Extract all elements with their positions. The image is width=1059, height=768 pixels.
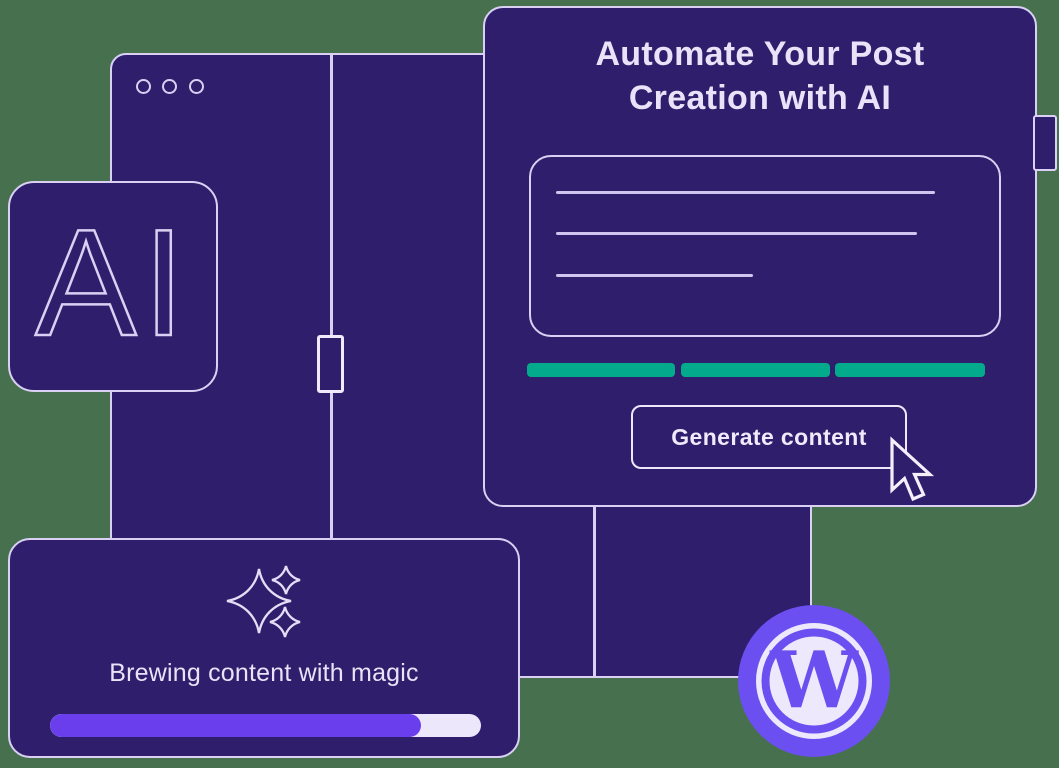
text-line [556, 274, 753, 277]
prompt-textarea[interactable] [529, 155, 1001, 337]
window-control-dot[interactable] [136, 79, 151, 94]
generator-card: Automate Your Post Creation with AI Gene… [483, 6, 1037, 507]
brewing-status-text: Brewing content with magic [109, 659, 419, 687]
progress-segment [681, 363, 830, 377]
cursor-icon [890, 436, 935, 502]
progress-segment [835, 363, 985, 377]
wordpress-logo-icon: W [738, 605, 890, 757]
card-side-tab [1033, 115, 1057, 171]
brewing-progress-fill [50, 714, 421, 737]
ai-badge-label: AI [34, 197, 191, 368]
window-control-dot[interactable] [189, 79, 204, 94]
divider-handle[interactable] [317, 335, 344, 393]
generate-content-button[interactable]: Generate content [631, 405, 907, 469]
brewing-status-card: Brewing content with magic [8, 538, 520, 758]
progress-segment [527, 363, 675, 377]
sparkles-icon [226, 565, 301, 638]
ai-badge: AI [8, 181, 218, 392]
wordpress-w-glyph: W [769, 635, 859, 726]
brewing-progress-track [50, 714, 481, 737]
text-line [556, 232, 917, 235]
text-line [556, 191, 935, 194]
card-title: Automate Your Post Creation with AI [595, 35, 925, 117]
window-control-dot[interactable] [162, 79, 177, 94]
generate-content-label: Generate content [671, 423, 867, 450]
